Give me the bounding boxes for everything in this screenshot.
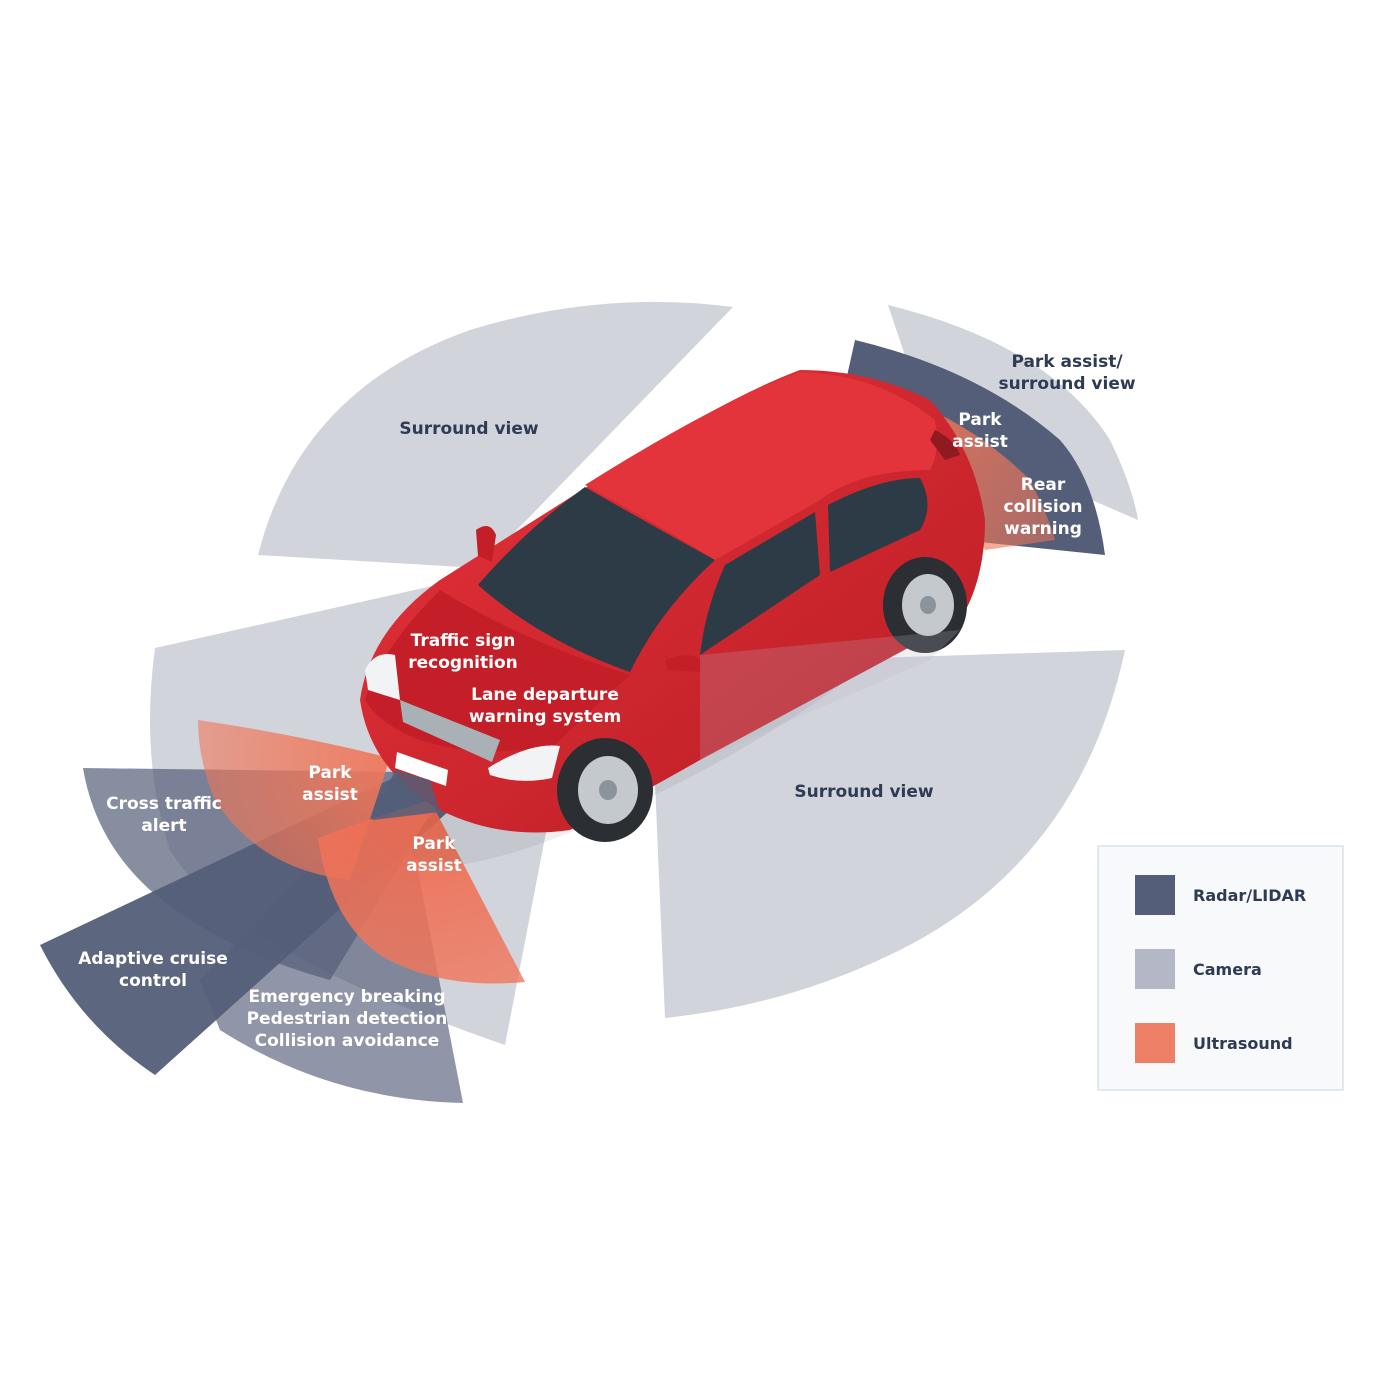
legend-item-ultrasound: Ultrasound: [1135, 1022, 1293, 1064]
legend-label-camera: Camera: [1193, 959, 1262, 979]
radar-overlay-front: [372, 770, 440, 820]
legend-label-ultrasound: Ultrasound: [1193, 1033, 1293, 1053]
label-adaptive-cruise-control: Adaptive cruise control: [78, 949, 228, 991]
legend-item-camera: Camera: [1135, 948, 1262, 990]
camera-field-front-surround: [258, 301, 733, 568]
ultrasound-field-front-right: [318, 800, 525, 984]
label-emergency-braking: Emergency breaking Pedestrian detection …: [246, 987, 448, 1051]
legend-label-radar: Radar/LIDAR: [1193, 885, 1307, 905]
label-rear-collision-warning: Rear collision warning: [1003, 475, 1083, 539]
label-lane-departure: Lane departure warning system: [468, 685, 622, 727]
camera-overlay-side: [700, 630, 960, 760]
label-traffic-sign-recognition: Traffic sign recognition: [408, 631, 518, 673]
label-park-assist-rear: Park assist: [952, 410, 1008, 452]
label-surround-view-front: Surround view: [399, 419, 539, 439]
camera-swatch-icon: [1135, 949, 1175, 989]
camera-field-side-surround: [650, 650, 1125, 1018]
legend-item-radar: Radar/LIDAR: [1135, 874, 1306, 916]
label-park-assist-surround: Park assist/ surround view: [998, 352, 1136, 394]
legend: Radar/LIDAR Camera Ultrasound: [1097, 845, 1344, 1091]
ultrasound-swatch-icon: [1135, 1023, 1175, 1063]
label-surround-view-side: Surround view: [794, 782, 934, 802]
label-cross-traffic-alert: Cross traffic alert: [106, 794, 222, 836]
radar-swatch-icon: [1135, 875, 1175, 915]
label-park-assist-front-left: Park assist: [302, 763, 358, 805]
label-park-assist-front-right: Park assist: [406, 834, 462, 876]
car: [360, 370, 985, 867]
